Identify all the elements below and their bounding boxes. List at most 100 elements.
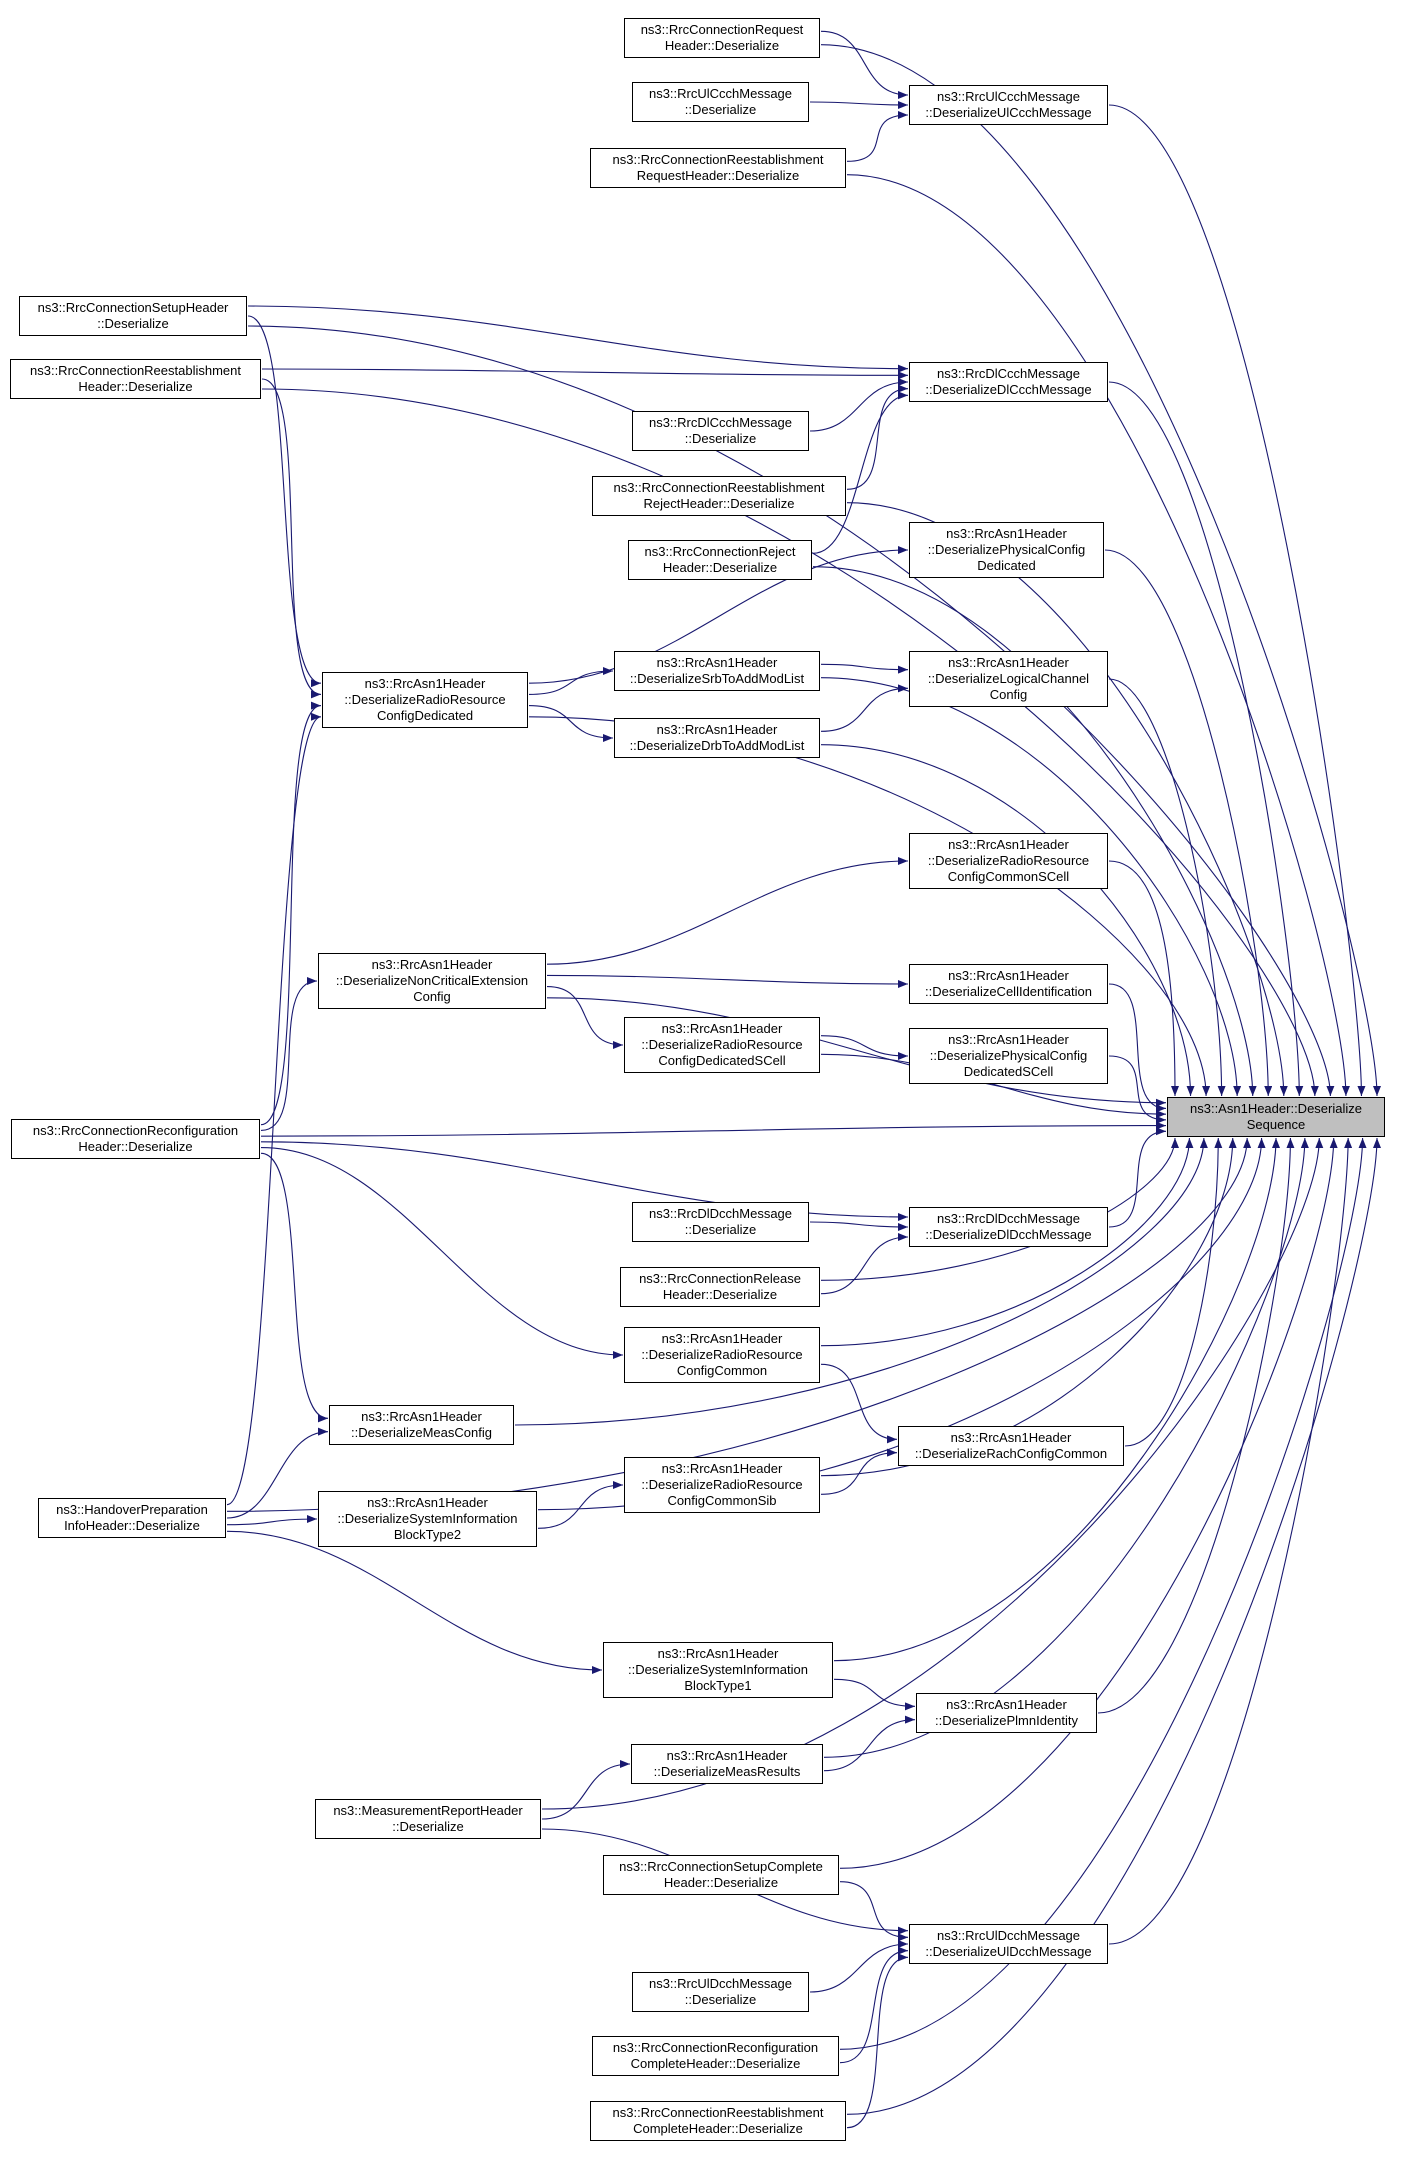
graph-node-n30[interactable]: ns3::RrcAsn1Header::DeserializeSystemInf… bbox=[318, 1491, 537, 1547]
node-label-line: ::Deserialize bbox=[392, 1819, 464, 1834]
call-edge-n6-n12 bbox=[261, 378, 322, 699]
node-label-line: Config bbox=[989, 687, 1028, 702]
graph-node-n24[interactable]: ns3::RrcDlDcchMessage::DeserializeDlDcch… bbox=[909, 1207, 1108, 1247]
graph-node-n7[interactable]: ns3::RrcDlCcchMessage::DeserializeDlCcch… bbox=[909, 362, 1108, 402]
node-label-line: ::Deserialize bbox=[684, 1222, 757, 1237]
node-label-line: Header::Deserialize bbox=[662, 560, 778, 575]
node-label-line: ::DeserializeSrbToAddModList bbox=[629, 671, 805, 686]
graph-node-n32[interactable]: ns3::RrcAsn1Header::DeserializeSystemInf… bbox=[603, 1642, 833, 1698]
graph-node-n27[interactable]: ns3::RrcAsn1Header::DeserializeMeasConfi… bbox=[329, 1405, 514, 1445]
node-label-line: ConfigCommonSib bbox=[667, 1493, 777, 1508]
graph-node-n8[interactable]: ns3::RrcDlCcchMessage::Deserialize bbox=[632, 411, 809, 451]
node-label-line: Config bbox=[413, 989, 451, 1004]
node-label-line: Sequence bbox=[1246, 1117, 1306, 1132]
graph-node-n38[interactable]: ns3::RrcUlDcchMessage::Deserialize bbox=[632, 1972, 809, 2012]
node-label-line: ns3::RrcDlDcchMessage bbox=[648, 1206, 793, 1221]
node-label-line: Header::Deserialize bbox=[78, 1139, 193, 1154]
node-label-line: ns3::RrcConnectionReconfiguration bbox=[32, 1123, 239, 1138]
node-label-line: ::DeserializeSystemInformation bbox=[628, 1662, 808, 1677]
graph-node-n15[interactable]: ns3::RrcAsn1Header::DeserializeDrbToAddM… bbox=[614, 718, 820, 758]
call-edge-n34-n33 bbox=[823, 1715, 916, 1772]
node-label-line: ns3::RrcAsn1Header bbox=[666, 1748, 788, 1763]
call-edge-n8-n7 bbox=[809, 378, 909, 432]
graph-node-n23[interactable]: ns3::RrcDlDcchMessage::Deserialize bbox=[632, 1202, 809, 1242]
node-label-line: ::DeserializeRadioResource bbox=[641, 1477, 803, 1492]
node-label-line: CompleteHeader::Deserialize bbox=[633, 2121, 803, 2136]
graph-node-n34[interactable]: ns3::RrcAsn1Header::DeserializeMeasResul… bbox=[631, 1744, 823, 1784]
call-edge-n13-n14 bbox=[820, 663, 909, 674]
node-label-line: ns3::RrcAsn1Header bbox=[948, 655, 1069, 670]
graph-node-n17[interactable]: ns3::RrcAsn1Header::DeserializeNonCritic… bbox=[318, 953, 546, 1009]
call-edge-n31-n32 bbox=[226, 1530, 603, 1674]
node-label-line: ns3::Asn1Header::Deserialize bbox=[1190, 1101, 1362, 1116]
graph-node-n20[interactable]: ns3::RrcAsn1Header::DeserializePhysicalC… bbox=[909, 1028, 1108, 1084]
graph-node-n19[interactable]: ns3::RrcAsn1Header::DeserializeRadioReso… bbox=[624, 1017, 820, 1073]
call-edge-n20-n21 bbox=[1108, 1055, 1167, 1124]
node-label-line: ns3::RrcDlDcchMessage bbox=[936, 1211, 1081, 1226]
node-label-line: Dedicated bbox=[977, 558, 1036, 573]
node-label-line: ::DeserializeRadioResource bbox=[344, 692, 506, 707]
call-edge-n2-n3 bbox=[809, 100, 909, 109]
call-edge-n36-n21 bbox=[839, 1137, 1338, 1869]
call-edge-n15-n14 bbox=[820, 684, 909, 732]
graph-node-n18[interactable]: ns3::RrcAsn1Header::DeserializeCellIdent… bbox=[909, 964, 1108, 1004]
graph-node-n33[interactable]: ns3::RrcAsn1Header::DeserializePlmnIdent… bbox=[916, 1693, 1097, 1733]
node-label-line: ns3::RrcAsn1Header bbox=[948, 968, 1069, 983]
node-label-line: ::DeserializePlmnIdentity bbox=[934, 1713, 1079, 1728]
call-edge-n36-n37 bbox=[839, 1881, 909, 1942]
call-edge-n12-n11 bbox=[528, 546, 909, 684]
graph-node-n3[interactable]: ns3::RrcUlCcchMessage::DeserializeUlCcch… bbox=[909, 85, 1108, 125]
graph-node-n13[interactable]: ns3::RrcAsn1Header::DeserializeSrbToAddM… bbox=[614, 651, 820, 691]
graph-node-n2[interactable]: ns3::RrcUlCcchMessage::Deserialize bbox=[632, 82, 809, 122]
node-label-line: ::Deserialize bbox=[684, 102, 757, 117]
node-label-line: ::DeserializePhysicalConfig bbox=[927, 542, 1086, 557]
node-label-line: ns3::RrcDlCcchMessage bbox=[648, 415, 793, 430]
node-label-line: ::DeserializeRachConfigCommon bbox=[914, 1446, 1108, 1461]
graph-node-n12[interactable]: ns3::RrcAsn1Header::DeserializeRadioReso… bbox=[322, 672, 528, 728]
graph-node-n14[interactable]: ns3::RrcAsn1Header::DeserializeLogicalCh… bbox=[909, 651, 1108, 707]
node-label-line: ns3::RrcAsn1Header bbox=[364, 676, 486, 691]
graph-node-n35[interactable]: ns3::MeasurementReportHeader::Deserializ… bbox=[315, 1799, 541, 1839]
call-edge-n17-n21 bbox=[546, 997, 1167, 1107]
graph-node-n16[interactable]: ns3::RrcAsn1Header::DeserializeRadioReso… bbox=[909, 833, 1108, 889]
call-edge-n24-n21 bbox=[1108, 1127, 1167, 1228]
graph-node-n11[interactable]: ns3::RrcAsn1Header::DeserializePhysicalC… bbox=[909, 522, 1104, 578]
graph-node-n5[interactable]: ns3::RrcConnectionSetupHeader::Deseriali… bbox=[19, 296, 247, 336]
node-label-line: ConfigDedicatedSCell bbox=[658, 1053, 786, 1068]
node-label-line: ns3::RrcAsn1Header bbox=[946, 526, 1067, 541]
call-edge-n12-n13 bbox=[528, 667, 614, 695]
node-label-line: ns3::RrcConnectionSetupHeader bbox=[37, 300, 229, 315]
node-label-line: ns3::RrcAsn1Header bbox=[371, 957, 493, 972]
graph-node-n29[interactable]: ns3::RrcAsn1Header::DeserializeRadioReso… bbox=[624, 1457, 820, 1513]
graph-node-n26[interactable]: ns3::RrcAsn1Header::DeserializeRadioReso… bbox=[624, 1327, 820, 1383]
graph-node-n37[interactable]: ns3::RrcUlDcchMessage::DeserializeUlDcch… bbox=[909, 1924, 1108, 1964]
call-edge-n16-n21 bbox=[1108, 860, 1179, 1097]
call-edge-n39-n37 bbox=[839, 1946, 909, 2064]
call-edge-n11-n21 bbox=[1104, 549, 1273, 1097]
node-label-line: ::DeserializeNonCriticalExtension bbox=[335, 973, 529, 988]
call-edge-n3-n21 bbox=[1108, 104, 1366, 1097]
graph-node-n28[interactable]: ns3::RrcAsn1Header::DeserializeRachConfi… bbox=[898, 1426, 1124, 1466]
node-label-line: ns3::RrcConnectionReestablishment bbox=[613, 480, 825, 495]
call-edge-n37-n21 bbox=[1108, 1137, 1353, 1945]
node-label-line: ns3::RrcAsn1Header bbox=[661, 1021, 783, 1036]
call-edge-n31-n27 bbox=[226, 1427, 329, 1519]
call-edge-n35-n34 bbox=[541, 1760, 631, 1820]
node-label-line: ns3::RrcAsn1Header bbox=[657, 1646, 779, 1661]
node-label-line: ns3::RrcAsn1Header bbox=[661, 1461, 783, 1476]
call-edge-n31-n30 bbox=[226, 1515, 318, 1526]
